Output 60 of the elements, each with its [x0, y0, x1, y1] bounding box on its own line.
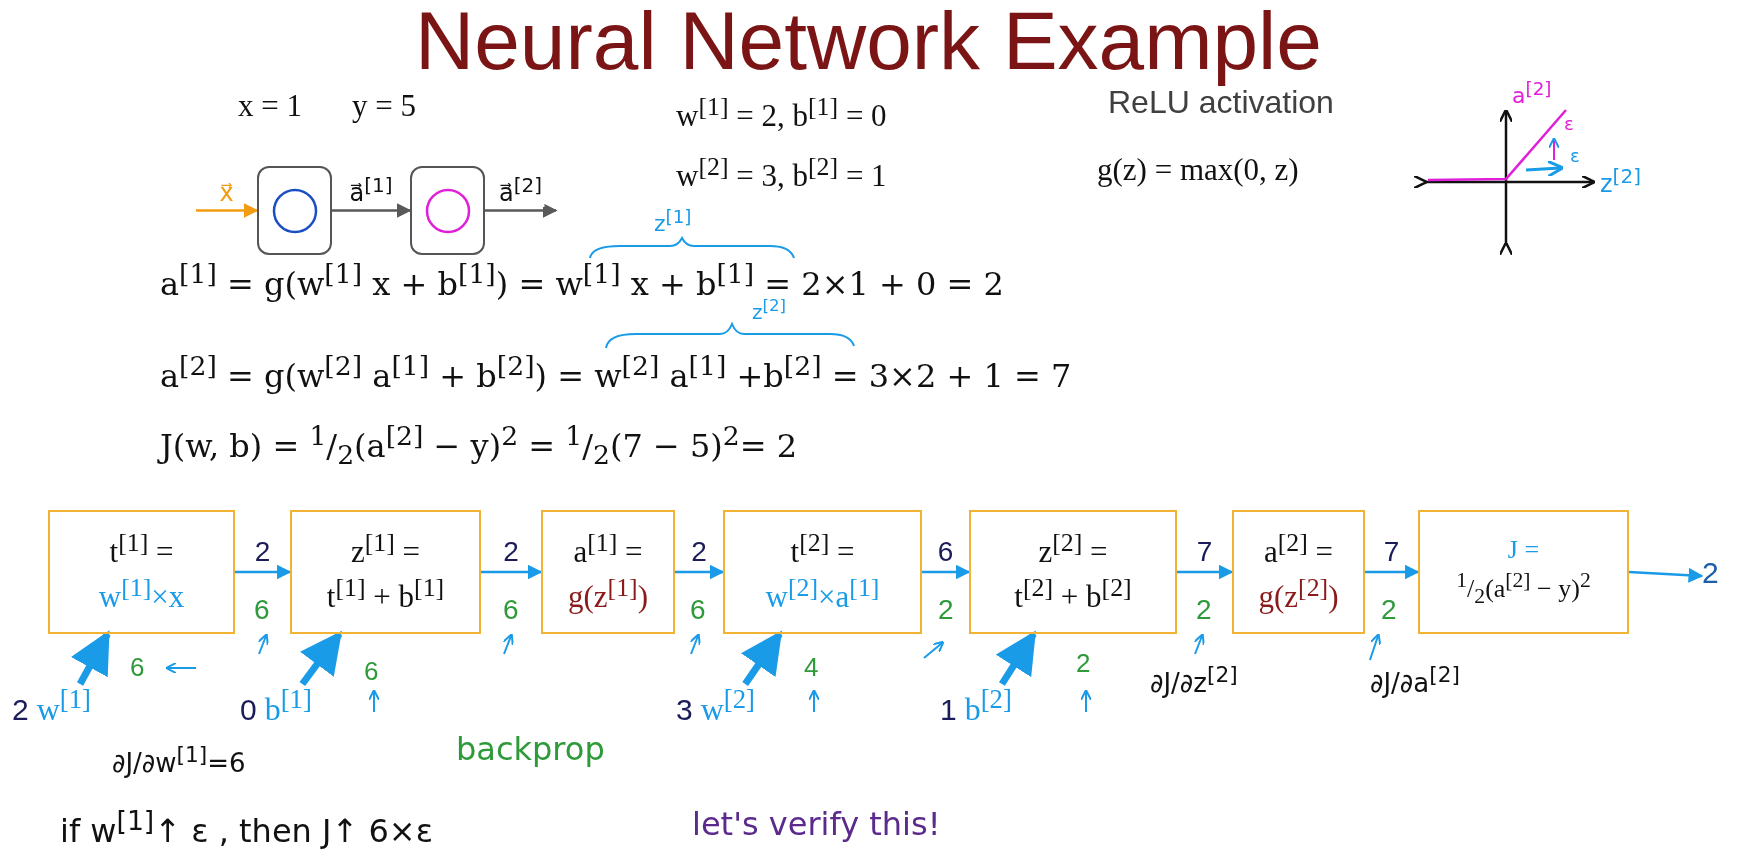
- value-label: 3: [676, 692, 693, 727]
- arrow: [1365, 564, 1420, 580]
- gradient-value: 2: [1076, 648, 1091, 679]
- gradient-value: 2: [1381, 594, 1397, 626]
- equation: a$^{[2]}$ = g(w$^{[2]}$ a$^{[1]}$ + b$^{[2]}$) = w$^{[2]}$ a$^{[1]}$ +b$^{[2]}$ = 3×2 + 1 = 7: [160, 350, 1072, 395]
- handwritten-note: if w$^{[1]}$↑ ε , then J↑ 6×ε: [60, 805, 433, 850]
- variable-value: x = 1: [238, 88, 302, 124]
- handwritten-derivative: ∂J/∂a$^{[2]}$: [1370, 662, 1460, 698]
- computation-box: a$^{[1]}$ = g(z$^{[1]}$): [541, 510, 675, 634]
- brace-label: z$^{[1]}$: [654, 206, 692, 237]
- handwritten-derivative: ∂J/∂z$^{[2]}$: [1150, 662, 1238, 698]
- arrow: [70, 630, 111, 686]
- axis-label: a$^{[2]}$: [1512, 78, 1552, 109]
- handwritten-note: backprop: [456, 730, 605, 768]
- gradient-value: 6: [364, 656, 379, 687]
- parameter-value: w$^{[1]}$ = 2, b$^{[1]}$ = 0: [676, 92, 887, 135]
- parameter-label: w$^{[2]}$: [700, 684, 755, 728]
- arrow: [481, 564, 543, 580]
- gradient-value: 6: [690, 594, 706, 626]
- handwritten-derivative: ∂J/∂w$^{[1]}$=6: [112, 742, 246, 778]
- computation-box: t$^{[1]}$ = w$^{[1]}$×x: [48, 510, 235, 634]
- parameter-label: w$^{[1]}$: [36, 684, 91, 728]
- arrow: [196, 203, 259, 218]
- handwritten-note: let's verify this!: [692, 805, 941, 843]
- gradient-value: 6: [503, 594, 519, 626]
- axis-label: z$^{[2]}$: [1600, 164, 1641, 198]
- arrow: [1177, 564, 1234, 580]
- parameter-label: b$^{[1]}$: [264, 684, 312, 728]
- value-label: 1: [940, 692, 957, 727]
- arrow: [235, 564, 292, 580]
- function-definition: g(z) = max(0, z): [1097, 152, 1299, 188]
- parameter-label: b$^{[2]}$: [964, 684, 1012, 728]
- computation-box: z$^{[2]}$ = t$^{[2]}$ + b$^{[2]}$: [969, 510, 1177, 634]
- computation-box: a$^{[2]}$ = g(z$^{[2]}$): [1232, 510, 1365, 634]
- gradient-value: 6: [130, 652, 145, 683]
- gradient-value: 4: [804, 652, 819, 683]
- arrow: [485, 203, 558, 218]
- arrow: [1628, 567, 1704, 583]
- computation-box: t$^{[2]}$ = w$^{[2]}$×a$^{[1]}$: [723, 510, 922, 634]
- computation-box: z$^{[1]}$ = t$^{[1]}$ + b$^{[1]}$: [290, 510, 481, 634]
- arrow: [332, 203, 412, 218]
- gradient-value: 2: [938, 594, 954, 626]
- neuron-box: [410, 166, 485, 255]
- variable-value: y = 5: [352, 88, 416, 124]
- gradient-value: 2: [1196, 594, 1212, 626]
- neuron-box: [257, 166, 332, 255]
- annotation: ε: [1570, 145, 1580, 166]
- arrow: [922, 564, 971, 580]
- value-label: 0: [240, 692, 257, 727]
- value-label: 2: [12, 692, 29, 727]
- arrow: [995, 630, 1037, 686]
- arrow: [740, 630, 783, 686]
- arrow: [299, 630, 343, 687]
- output-value: 2: [1702, 556, 1736, 596]
- computation-box: J = $^{1}$/$_{2}$(a$^{[2]}$ − y)$^{2}$: [1418, 510, 1629, 634]
- arrow: [675, 564, 725, 580]
- gradient-value: 6: [254, 594, 270, 626]
- parameter-value: w$^{[2]}$ = 3, b$^{[2]}$ = 1: [676, 152, 887, 195]
- annotation: ε: [1564, 113, 1574, 134]
- slide-title: Neural Network Example: [414, 0, 1323, 88]
